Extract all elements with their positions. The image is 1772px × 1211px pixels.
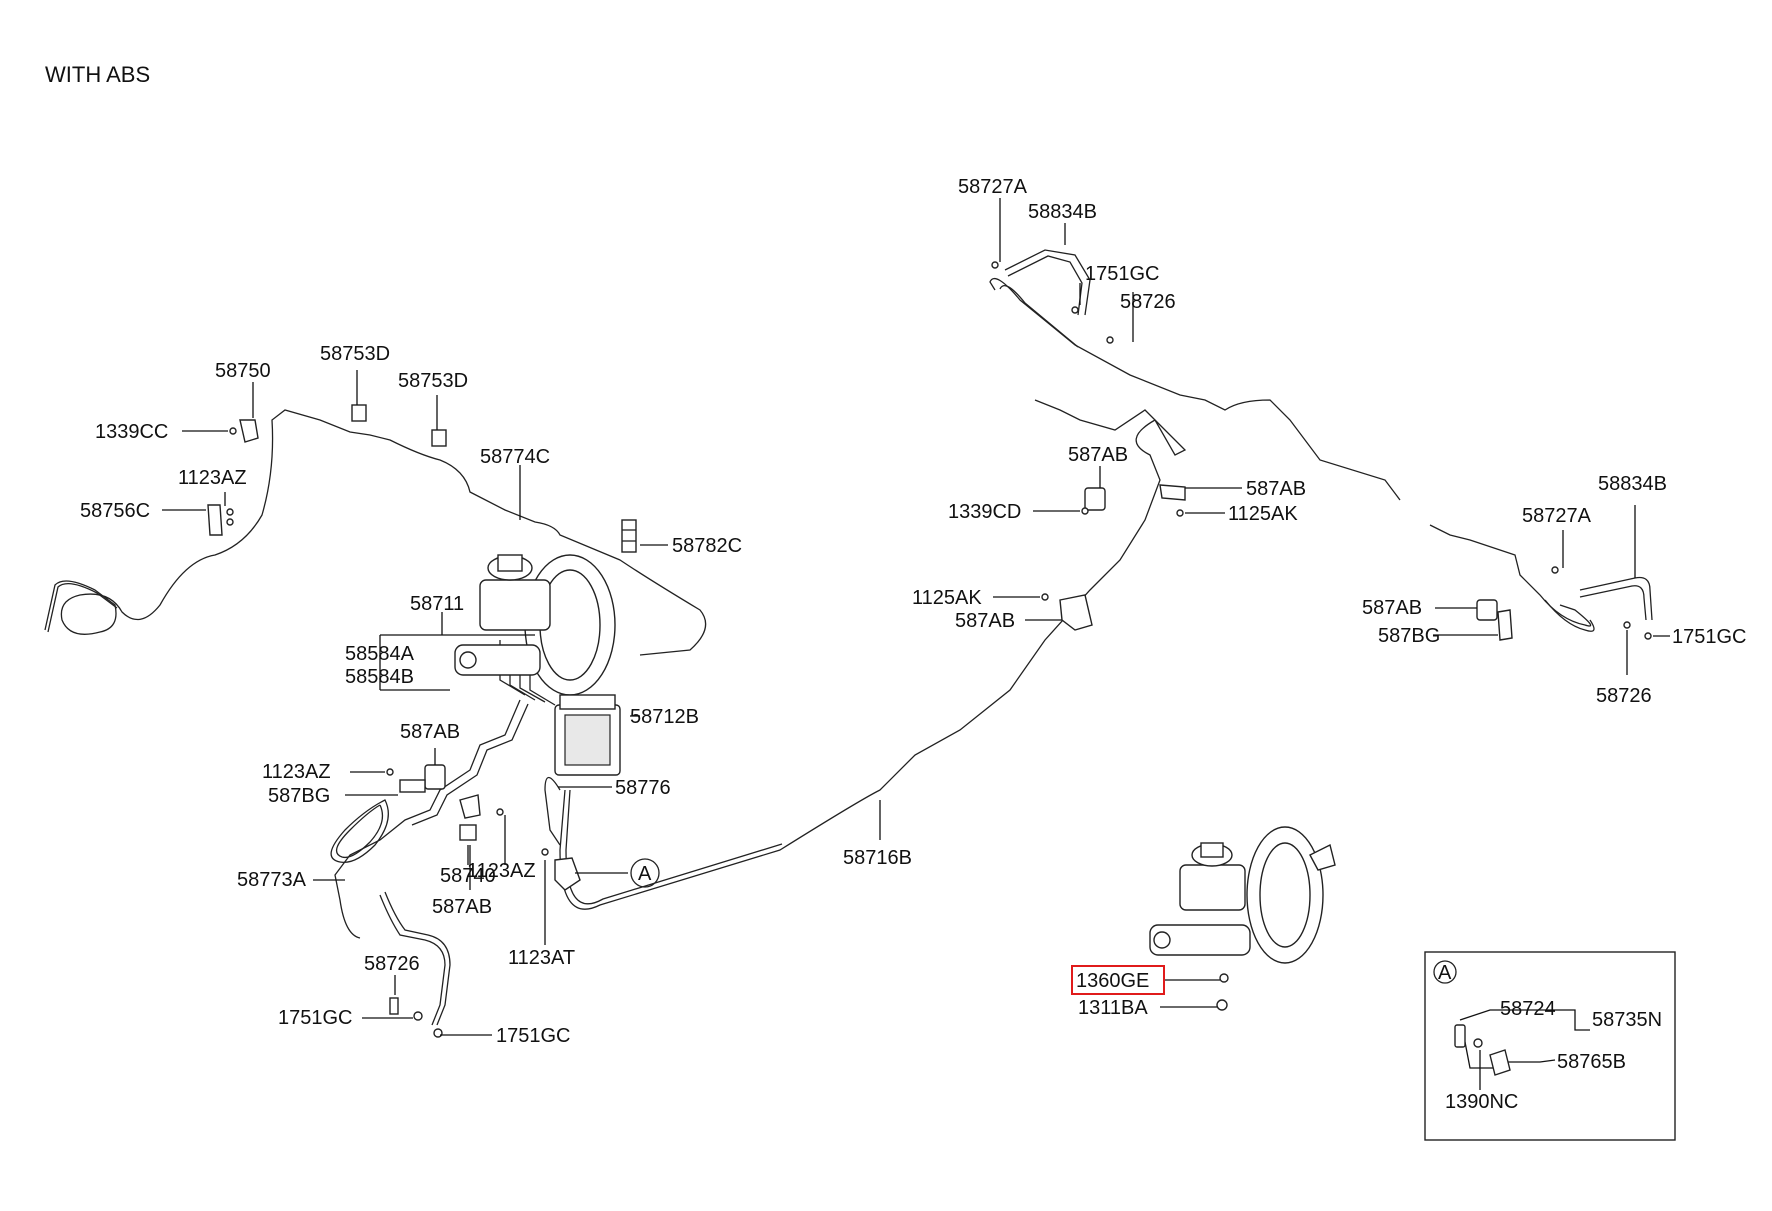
label-1751gc-b2[interactable]: 1751GC [496,1025,571,1047]
bracket-1125ak [1059,594,1093,631]
detail-box-frame [1424,951,1676,1141]
bracket-58750 [239,419,259,443]
reservoir-main [479,579,551,631]
part-58765b [1489,1049,1511,1076]
part-1390nc [1473,1038,1483,1048]
label-1360ge[interactable]: 1360GE [1076,970,1149,992]
label-58740[interactable]: 58740 [440,865,496,887]
label-58753d-1[interactable]: 58753D [320,343,390,365]
callout-a-circle [630,858,660,888]
label-58724[interactable]: 58724 [1500,998,1556,1020]
label-58726-top[interactable]: 58726 [1120,291,1176,313]
diagram-title: WITH ABS [45,62,150,87]
label-58584a[interactable]: 58584A [345,643,415,665]
pipe-abs-left [334,699,521,939]
label-58735n[interactable]: 58735N [1592,1009,1662,1031]
callout-a-label: A [638,863,652,885]
master-cylinder-main [454,644,541,676]
pipe-58776 [544,776,561,846]
clip-58753d-2 [431,429,447,447]
nut-1311ba [1216,999,1228,1011]
label-1123az-2[interactable]: 1123AZ [262,761,331,783]
detail-box-a: A [1424,951,1676,1141]
label-587ab-3[interactable]: 587AB [1068,444,1128,466]
label-587bg-1[interactable]: 587BG [268,785,330,807]
bracket-1123at [554,857,581,891]
label-58727a-r[interactable]: 58727A [1522,505,1592,527]
label-58834b-r[interactable]: 58834B [1598,473,1667,495]
label-1125ak-2[interactable]: 1125AK [912,587,982,609]
coil-58773a [330,799,389,864]
pipe-58774c [44,409,707,656]
detail-box-marker-circle [1433,960,1457,984]
clip-587bg-left [399,779,426,793]
nut-1360ge [1219,973,1229,983]
parts [207,261,1652,1038]
label-58711[interactable]: 58711 [410,593,464,615]
label-587ab-4[interactable]: 587AB [1246,478,1306,500]
reservoir-lower [1179,864,1246,911]
label-58712b[interactable]: 58712B [630,706,699,728]
label-587ab-5[interactable]: 587AB [955,610,1015,632]
label-587ab-2[interactable]: 587AB [432,896,492,918]
label-587bg-2[interactable]: 587BG [1378,625,1440,647]
detail-box-marker: A [1438,962,1452,984]
leader-lines [162,198,1670,1090]
bracket-58740 [459,794,481,819]
pipe-right-upper [989,277,1401,501]
label-1123at[interactable]: 1123AT [508,947,575,969]
part-58724 [1454,1024,1466,1048]
label-58756c[interactable]: 58756C [80,500,150,522]
bracket-58756c [207,504,223,536]
label-58773a[interactable]: 58773A [237,869,307,891]
label-58834b-top[interactable]: 58834B [1028,201,1097,223]
label-1123az-3[interactable]: 1123AZ [467,860,536,882]
clip-58753d-1 [351,404,367,422]
bolt-1751gc-b1 [413,1011,423,1021]
pipe-58716b [559,399,1187,910]
label-1339cc[interactable]: 1339CC [95,421,168,443]
label-58726-r[interactable]: 58726 [1596,685,1652,707]
label-58727a-top[interactable]: 58727A [958,176,1028,198]
pipe-right-rear [1429,524,1592,627]
label-58776[interactable]: 58776 [615,777,671,799]
master-cylinder-lower [1149,924,1251,956]
label-1123az-1[interactable]: 1123AZ [178,467,247,489]
label-1751gc-r[interactable]: 1751GC [1672,626,1747,648]
hose-58834b-top [1004,249,1091,316]
clip-587ab-right [1476,599,1498,621]
label-58716b[interactable]: 58716B [843,847,912,869]
label-58774c[interactable]: 58774C [480,446,550,468]
label-58584b[interactable]: 58584B [345,666,414,688]
clip-587ab-mid [1084,487,1106,511]
highlight-1360ge [1071,965,1165,995]
label-1390nc[interactable]: 1390NC [1445,1091,1518,1113]
label-1751gc-top[interactable]: 1751GC [1085,263,1160,285]
label-58765b[interactable]: 58765B [1557,1051,1626,1073]
label-1751gc-b1[interactable]: 1751GC [278,1007,353,1029]
label-587ab-1[interactable]: 587AB [400,721,460,743]
label-58726-bot[interactable]: 58726 [364,953,420,975]
clip-587ab-mid2 [1159,484,1186,501]
label-58753d-2[interactable]: 58753D [398,370,468,392]
label-1339cd[interactable]: 1339CD [948,501,1021,523]
label-58750[interactable]: 58750 [215,360,271,382]
label-587ab-6[interactable]: 587AB [1362,597,1422,619]
label-58782c[interactable]: 58782C [672,535,742,557]
label-1311ba[interactable]: 1311BA [1078,997,1148,1019]
bolt-1751gc-b2 [433,1028,443,1038]
part-labels: 58727A 58834B 1751GC 58726 58750 58753D … [80,176,1747,1113]
hose-58834b-right [1579,576,1653,621]
bracket-587bg-right [1497,609,1513,641]
hose-58726-left [379,894,446,1026]
label-1125ak-1[interactable]: 1125AK [1228,503,1298,525]
callout-a: A [575,858,660,888]
clip-58782c [621,519,637,553]
clip-587ab-left [424,764,446,790]
